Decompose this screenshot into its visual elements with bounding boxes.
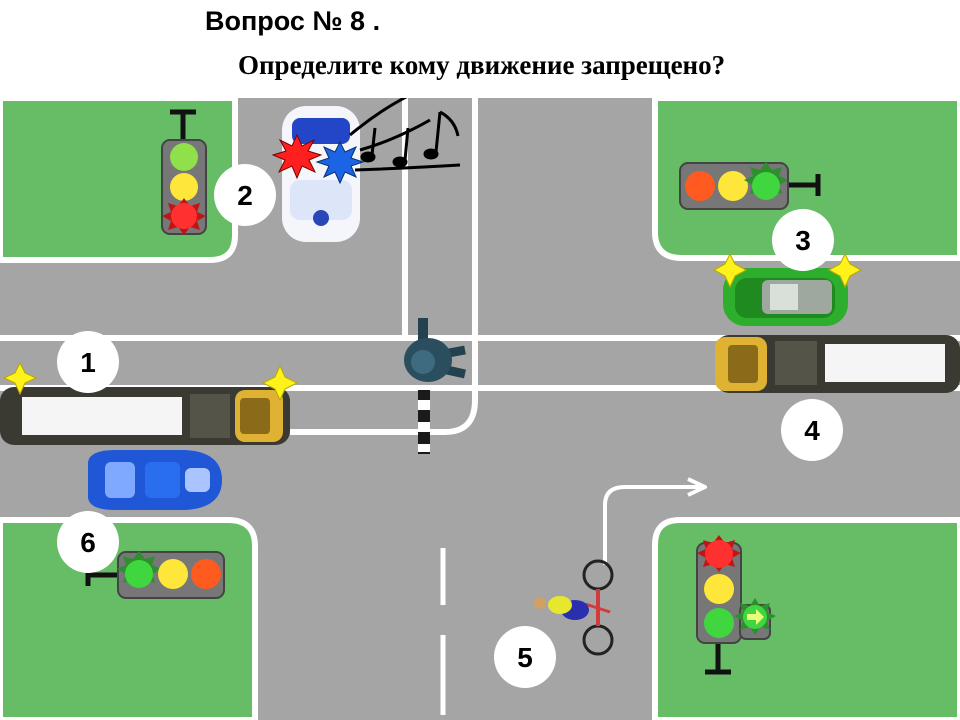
svg-text:2: 2 — [237, 180, 253, 211]
green-car-3 — [723, 268, 848, 326]
label-badge-2: 2 — [214, 164, 276, 226]
traffic-controller — [404, 318, 466, 454]
bicycle-5 — [534, 559, 614, 656]
question-number: Вопрос № 8 . — [205, 6, 381, 36]
traffic-light-bottom-right — [696, 535, 776, 675]
label-badge-5: 5 — [494, 626, 556, 688]
hazard-star-icon — [2, 252, 863, 402]
label-badge-4: 4 — [781, 399, 843, 461]
traffic-light-top-left — [161, 109, 207, 235]
red-siren-flash — [271, 133, 323, 180]
svg-text:5: 5 — [517, 642, 533, 673]
traffic-light-top-right — [679, 162, 821, 210]
grass-top-right — [652, 98, 960, 261]
blue-siren-flash — [315, 140, 365, 185]
siren-sound-notes-icon — [349, 98, 461, 172]
label-badge-3: 3 — [772, 209, 834, 271]
label-badge-6: 6 — [57, 511, 119, 573]
svg-text:6: 6 — [80, 527, 96, 558]
cyclist-route-arrow — [603, 477, 707, 565]
bus-1 — [0, 387, 290, 445]
intersection-diagram: 1 2 3 4 5 6 — [0, 98, 960, 720]
svg-text:3: 3 — [795, 225, 811, 256]
blue-car-6 — [88, 450, 222, 510]
traffic-light-bottom-left — [85, 551, 225, 599]
question-text: Определите кому движение запрещено? — [238, 50, 726, 80]
svg-text:4: 4 — [804, 415, 820, 446]
police-car-2 — [282, 106, 360, 242]
svg-text:1: 1 — [80, 347, 96, 378]
grass-bottom-left — [0, 517, 258, 720]
bus-4 — [715, 335, 960, 393]
label-badge-1: 1 — [57, 331, 119, 393]
